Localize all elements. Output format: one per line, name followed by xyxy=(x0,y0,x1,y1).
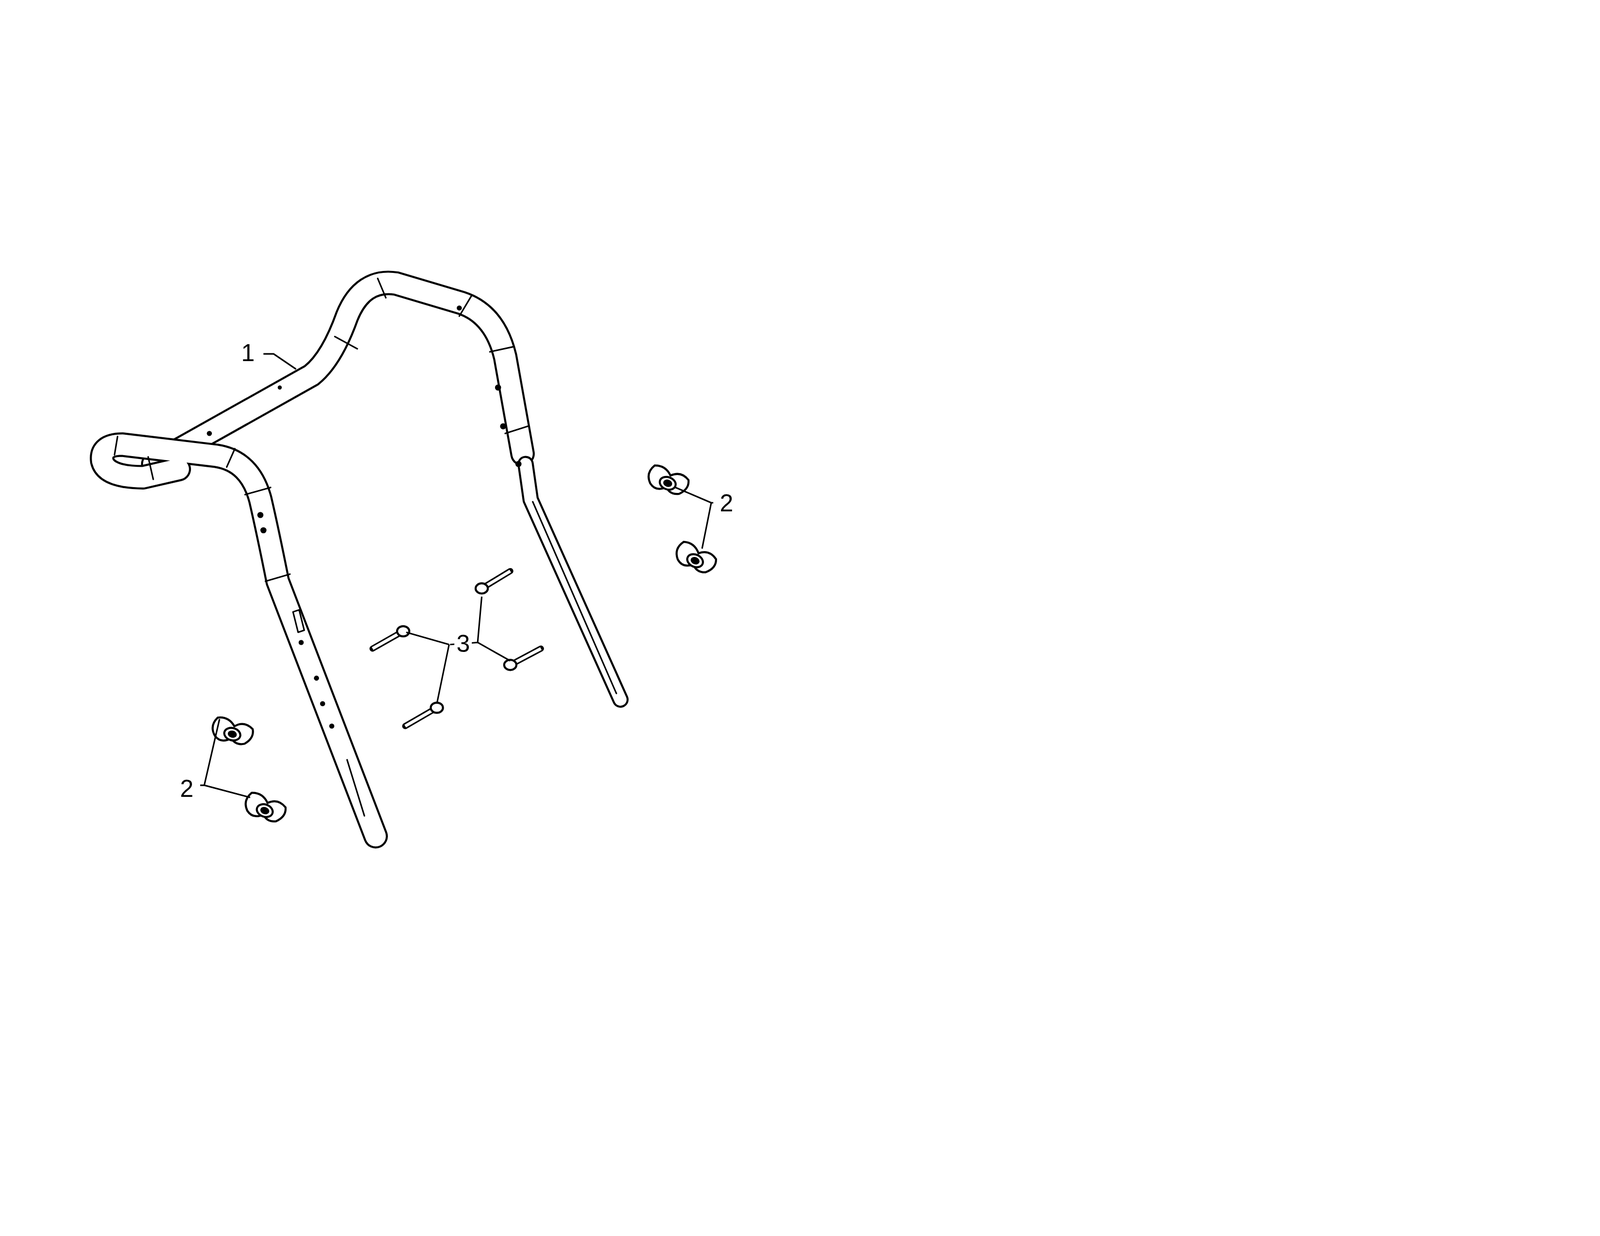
callout-number: 3 xyxy=(454,630,473,657)
wing-knob xyxy=(644,463,691,499)
handle-tube xyxy=(102,444,376,837)
wing-knob xyxy=(241,790,288,826)
handle-tube xyxy=(153,283,523,465)
bolt xyxy=(475,571,511,594)
bolt xyxy=(504,648,542,671)
leader-line xyxy=(200,719,251,798)
bolt xyxy=(372,626,410,649)
bolt xyxy=(405,703,444,727)
callout-number: 1 xyxy=(239,339,257,367)
leader-line xyxy=(675,487,714,549)
callout-number: 2 xyxy=(718,490,736,517)
handle-rail xyxy=(525,464,621,700)
leader-line xyxy=(406,596,511,704)
leader-line xyxy=(263,353,296,370)
wing-knob xyxy=(672,539,720,577)
callout-number: 2 xyxy=(177,775,196,802)
